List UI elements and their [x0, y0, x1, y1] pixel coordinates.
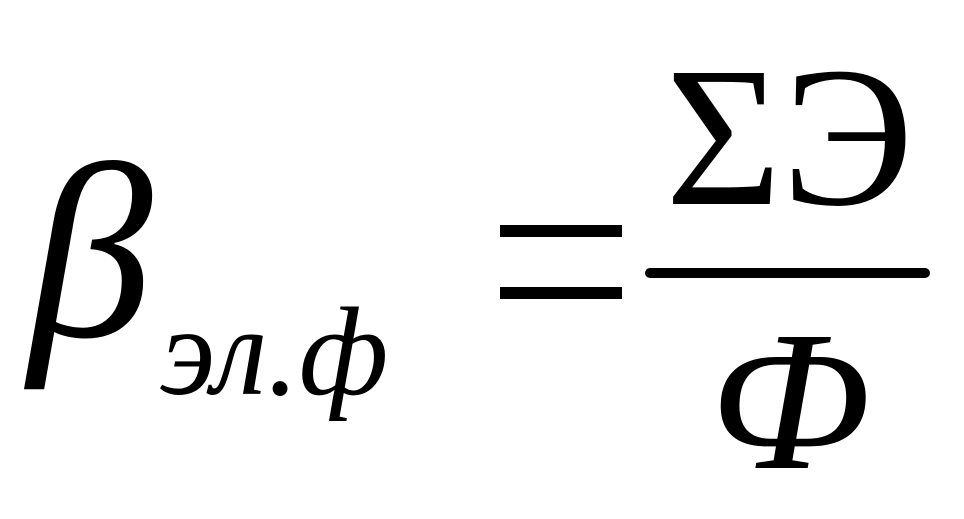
beta-subscript: эл.ф: [160, 283, 389, 422]
fraction-numerator: ΣЭ: [665, 27, 914, 248]
beta-symbol: β: [28, 114, 153, 391]
fraction-bar: [645, 268, 930, 278]
equals-bar-bottom: [500, 287, 622, 299]
equals-bar-top: [500, 225, 622, 237]
equals-sign: [500, 225, 622, 301]
fraction-denominator: Ф: [709, 291, 870, 512]
